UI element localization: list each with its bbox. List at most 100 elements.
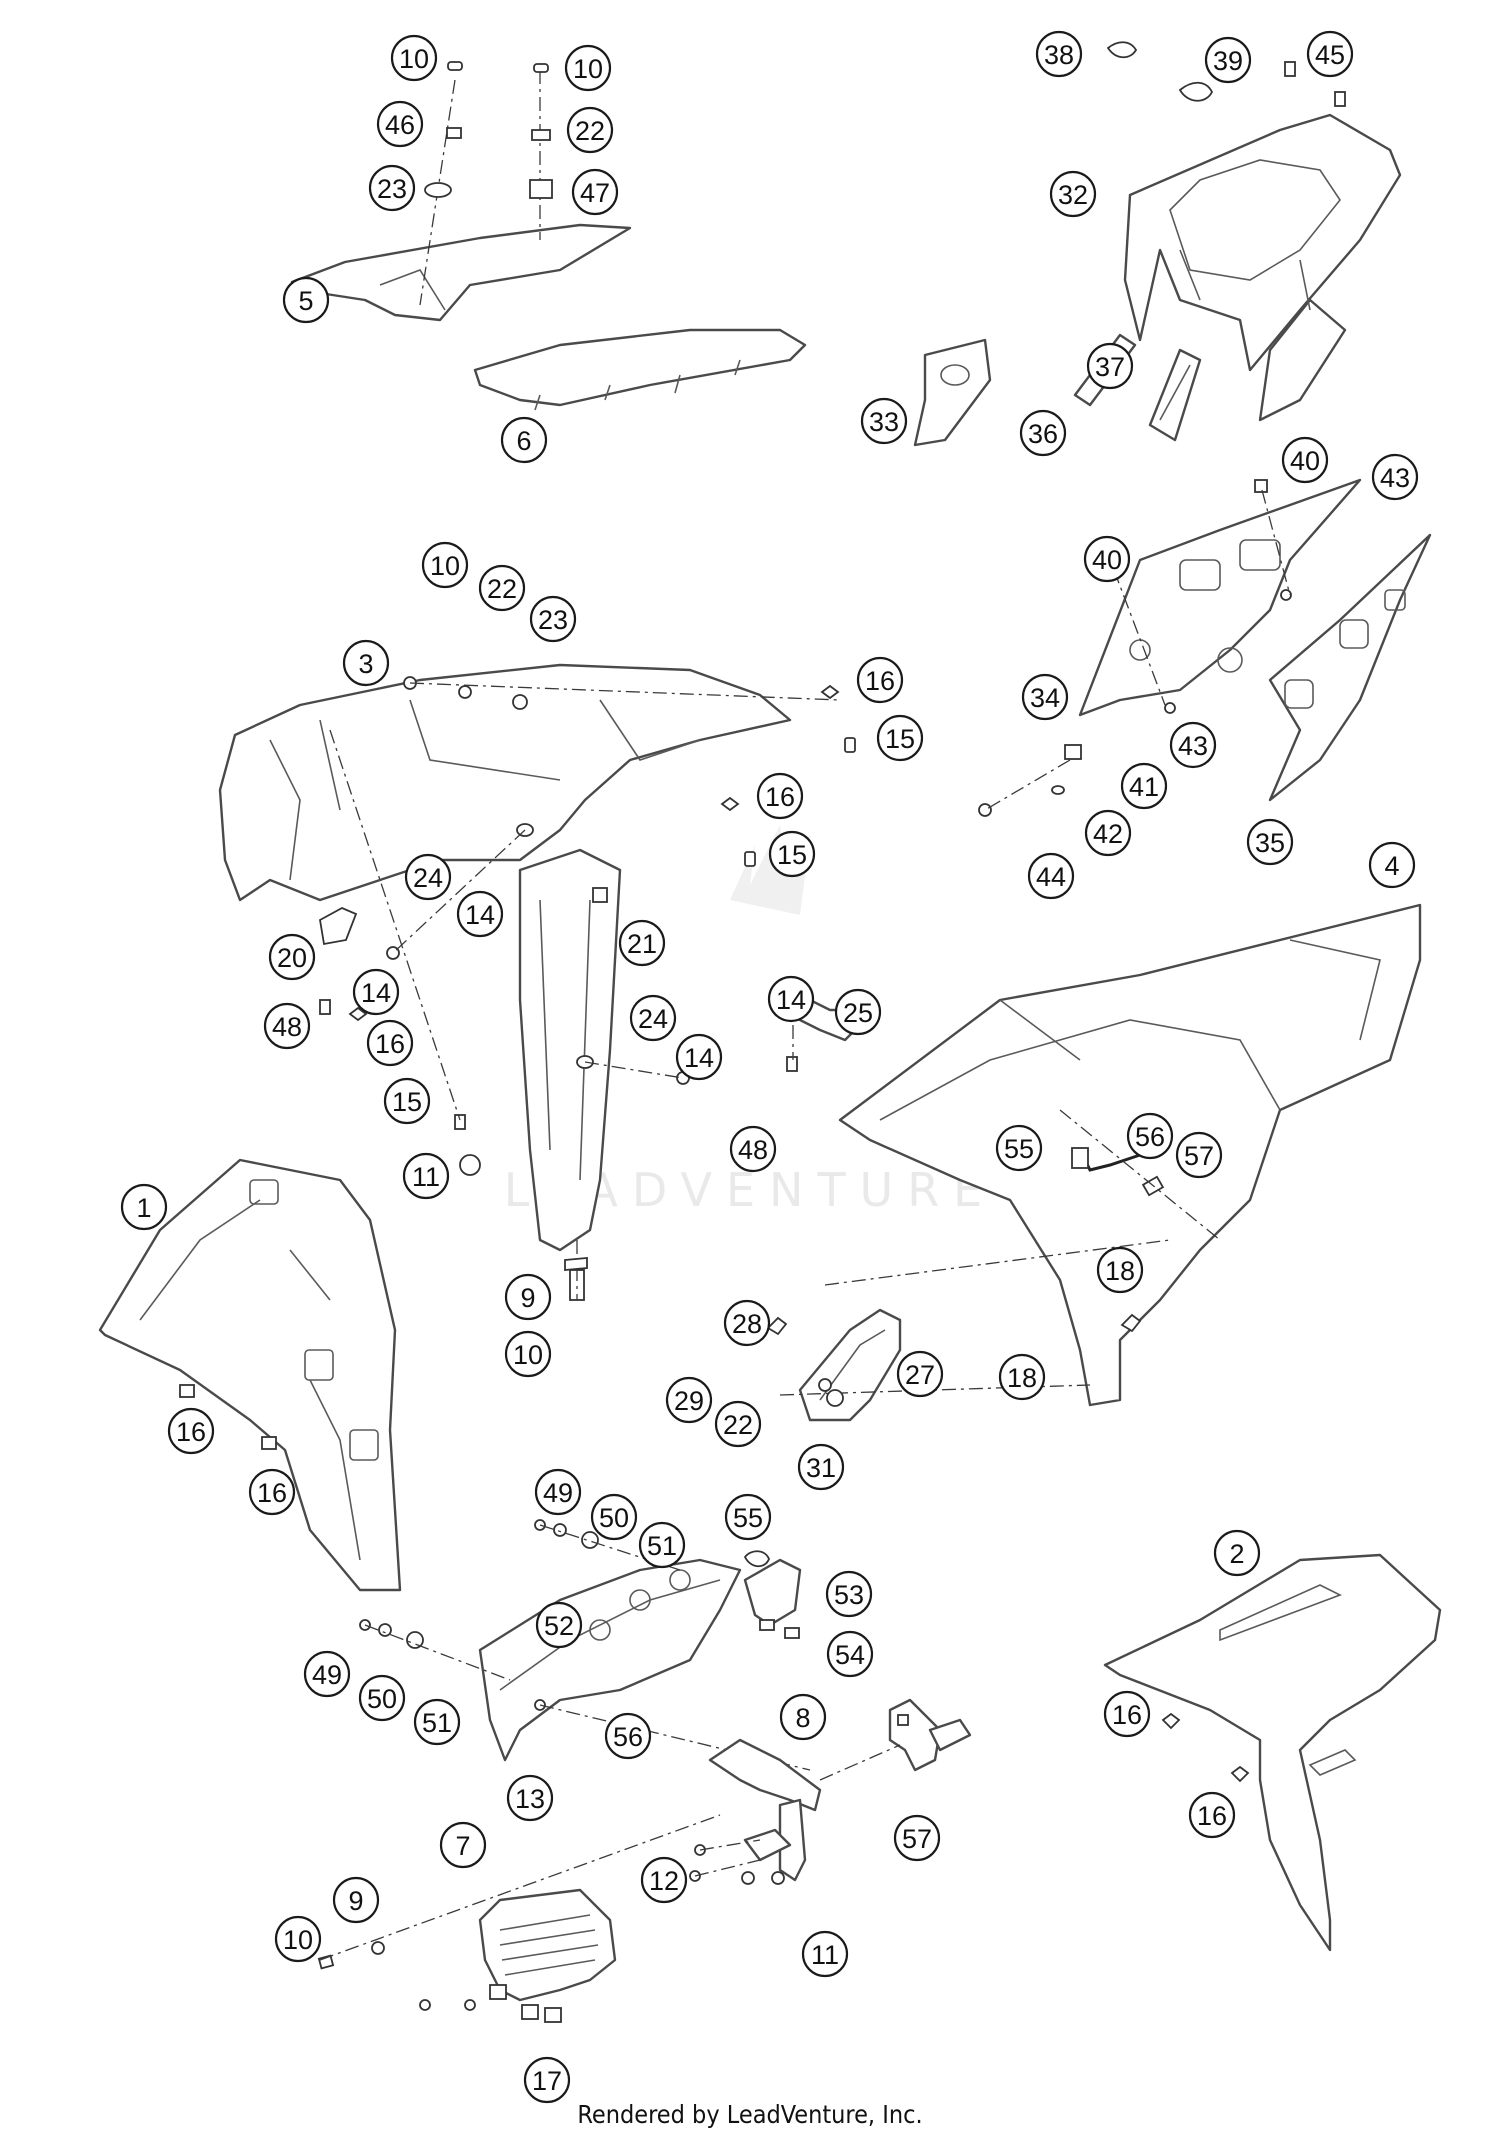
callout-number: 16 (865, 666, 895, 696)
callout-51: 51 (638, 1521, 686, 1569)
callout-25: 25 (834, 988, 882, 1036)
callout-number: 16 (257, 1478, 287, 1508)
callout-circle (1035, 30, 1083, 78)
callout-20: 20 (268, 933, 316, 981)
callout-circle (618, 919, 666, 967)
callout-number: 2 (1229, 1539, 1244, 1569)
callout-46: 46 (376, 100, 424, 148)
callout-number: 14 (776, 985, 806, 1015)
callout-circle (529, 595, 577, 643)
callout-45: 45 (1306, 30, 1354, 78)
callout-circle (714, 1400, 762, 1448)
callout-circle (767, 975, 815, 1023)
hardware-top-right (1106, 41, 1346, 107)
callout-14: 14 (767, 975, 815, 1023)
callout-number: 52 (544, 1611, 574, 1641)
callout-number: 15 (392, 1087, 422, 1117)
part-6-panel (473, 328, 807, 411)
callout-circle (856, 656, 904, 704)
callout-number: 29 (674, 1386, 704, 1416)
callout-37: 37 (1086, 342, 1134, 390)
callout-circle (383, 1077, 431, 1125)
callout-47: 47 (571, 168, 619, 216)
callout-circle (1084, 809, 1132, 857)
callout-circle (534, 1468, 582, 1516)
part-2-shroud (1103, 1553, 1442, 1952)
callout-circle (504, 1273, 552, 1321)
callout-circle (768, 830, 816, 878)
part-8-bracket (708, 1738, 822, 1885)
callout-circle (640, 1856, 688, 1904)
callout-circle (825, 1570, 873, 1618)
part-5-panel (290, 70, 632, 322)
callout-number: 42 (1093, 819, 1123, 849)
callout-14: 14 (675, 1033, 723, 1081)
callout-number: 13 (515, 1784, 545, 1814)
callout-number: 23 (377, 174, 407, 204)
part-3-lower-panel (518, 848, 622, 1252)
callout-54: 54 (826, 1630, 874, 1678)
callout-number: 16 (765, 782, 795, 812)
callout-circle (995, 1124, 1043, 1172)
callout-circle (500, 416, 548, 464)
callout-number: 40 (1092, 545, 1122, 575)
callout-number: 3 (358, 649, 373, 679)
callout-number: 15 (885, 724, 915, 754)
callout-18: 18 (1096, 1246, 1144, 1294)
callout-24: 24 (629, 994, 677, 1042)
callout-number: 12 (649, 1866, 679, 1896)
callout-16: 16 (167, 1407, 215, 1455)
callout-number: 28 (732, 1309, 762, 1339)
callout-number: 10 (399, 44, 429, 74)
part-57-bracket (819, 1698, 972, 1781)
callout-2: 2 (1213, 1529, 1261, 1577)
callout-number: 56 (1135, 1122, 1165, 1152)
callout-circle (504, 1330, 552, 1378)
callout-circle (638, 1521, 686, 1569)
callout-circle (566, 106, 614, 154)
callout-number: 24 (413, 863, 443, 893)
callout-42: 42 (1084, 809, 1132, 857)
callout-circle (797, 1443, 845, 1491)
callout-number: 25 (843, 998, 873, 1028)
hardware-52 (359, 1519, 811, 1771)
callout-circle (801, 1930, 849, 1978)
callout-circle (779, 1693, 827, 1741)
callout-15: 15 (768, 830, 816, 878)
callout-43: 43 (1169, 721, 1217, 769)
callout-circle (1126, 1112, 1174, 1160)
callout-27: 27 (896, 1350, 944, 1398)
callout-circle (1371, 453, 1419, 501)
callout-10: 10 (274, 1915, 322, 1963)
callout-circle (729, 1125, 777, 1173)
callout-number: 16 (1197, 1801, 1227, 1831)
callout-number: 1 (136, 1193, 151, 1223)
callout-number: 10 (573, 54, 603, 84)
callout-circle (1368, 841, 1416, 889)
callout-number: 23 (538, 605, 568, 635)
callout-number: 48 (738, 1135, 768, 1165)
hardware-upper-left (424, 61, 553, 199)
callout-50: 50 (590, 1493, 638, 1541)
callout-circle (860, 397, 908, 445)
part-4-tail-section (838, 903, 1422, 1407)
callout-circle (506, 1774, 554, 1822)
callout-51: 51 (413, 1698, 461, 1746)
callout-5: 5 (282, 276, 330, 324)
callout-circle (268, 933, 316, 981)
callout-circle (1103, 1690, 1151, 1738)
callout-circle (404, 853, 452, 901)
callout-7: 7 (439, 1821, 487, 1869)
callout-circle (456, 890, 504, 938)
callout-number: 53 (834, 1580, 864, 1610)
callout-circle (1019, 409, 1067, 457)
callout-24: 24 (404, 853, 452, 901)
callout-number: 50 (367, 1684, 397, 1714)
callout-circle (756, 772, 804, 820)
callout-34: 34 (1021, 673, 1069, 721)
callout-15: 15 (876, 714, 924, 762)
callout-circle (352, 968, 400, 1016)
callout-circle (120, 1183, 168, 1231)
callout-circle (998, 1353, 1046, 1401)
